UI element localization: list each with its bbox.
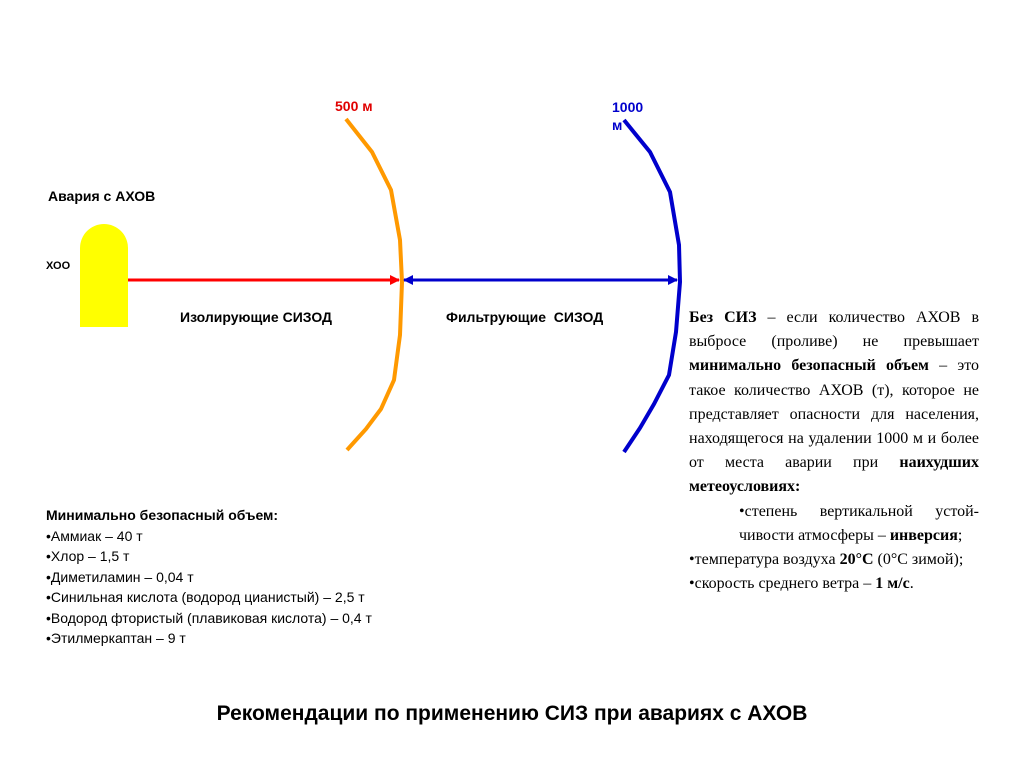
text-span: •температура воздуха xyxy=(689,551,840,569)
list-item: •Синильная кислота (водород цианистый) –… xyxy=(46,589,365,605)
list-item: •Аммиак – 40 т xyxy=(46,527,143,544)
zone-1000-label: 1000 м xyxy=(612,99,644,132)
hazard-source-shape xyxy=(80,224,128,327)
min-safe-volume-list: Минимально безопасный объем: •Аммиак – 4… xyxy=(46,505,436,649)
isolating-siz-label: Изолирующие СИЗОД xyxy=(180,309,333,325)
hazard-facility-label: ХОО xyxy=(46,260,71,272)
text-span: – это такое количество АХОВ (т), которое… xyxy=(689,357,979,472)
wind-value: 1 м/с xyxy=(875,575,910,593)
filtering-siz-label: Фильтрующие СИЗОД xyxy=(446,309,604,325)
text-span: ; xyxy=(957,526,963,544)
list-item: •Этилмеркаптан – 9 т xyxy=(46,630,186,646)
text-span: •степень вертикальной устой-чивости атмо… xyxy=(739,502,979,544)
inversion-term: инверсия xyxy=(889,526,958,544)
no-siz-definition: Без СИЗ – если количество АХОВ в выбросе… xyxy=(689,306,979,500)
zone-1000-boundary xyxy=(622,118,683,454)
no-siz-term: Без СИЗ xyxy=(689,309,757,326)
no-siz-conditions-text: Без СИЗ – если количество АХОВ в выбросе… xyxy=(689,306,979,596)
slide-title: Рекомендации по применению СИЗ при авари… xyxy=(216,702,808,725)
list-item: •Хлор – 1,5 т xyxy=(46,548,130,564)
text-span: . xyxy=(909,575,914,593)
substance-list: •Аммиак – 40 т •Хлор – 1,5 т •Диметилами… xyxy=(46,526,436,649)
zone-500-label: 500 м xyxy=(335,98,373,114)
temperature-value: 20°С xyxy=(839,551,874,569)
min-volume-term: минимально безопасный объем xyxy=(689,357,929,375)
list-item: •Водород фтористый (плавиковая кислота) … xyxy=(46,609,372,626)
worst-weather-term: наихудших метеоусловиях: xyxy=(689,454,979,496)
condition-stability: •степень вертикальной устой-чивости атмо… xyxy=(739,500,979,548)
min-safe-volume-heading: Минимально безопасный объем: xyxy=(46,507,279,523)
list-item: •Диметиламин – 0,04 т xyxy=(46,568,194,585)
text-span: (0°С зимой); xyxy=(873,551,964,569)
condition-temperature: •температура воздуха 20°С (0°С зимой); xyxy=(689,548,979,572)
text-span: •скорость среднего ветра – xyxy=(689,575,876,593)
zone-500-boundary xyxy=(344,117,405,452)
condition-wind: •скорость среднего ветра – 1 м/с. xyxy=(689,572,979,596)
text-span: – если количество АХОВ в выбросе (пролив… xyxy=(689,309,979,351)
accident-label: Авария с АХОВ xyxy=(48,188,156,204)
